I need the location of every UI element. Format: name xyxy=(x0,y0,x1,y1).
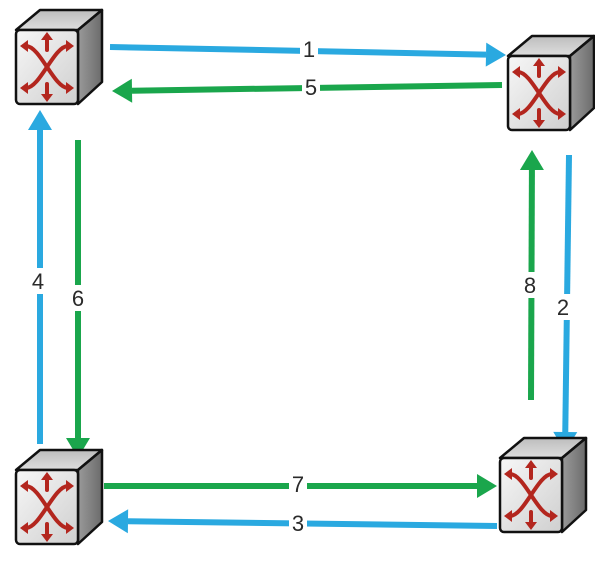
label-background xyxy=(554,294,572,320)
link-8-label-group: 8 xyxy=(521,272,539,298)
link-3-line xyxy=(127,518,498,529)
arrowhead-icon xyxy=(519,150,544,171)
arrowhead-icon xyxy=(28,110,52,130)
label-background xyxy=(29,268,47,294)
network-switch-icon xyxy=(14,8,104,106)
link-2-line xyxy=(562,154,572,433)
label-background xyxy=(289,510,307,536)
arrowhead-icon xyxy=(112,78,133,103)
links-layer xyxy=(28,42,578,534)
link-label: 1 xyxy=(303,37,315,62)
label-background xyxy=(302,74,320,100)
label-background xyxy=(289,471,307,497)
label-background xyxy=(69,285,87,311)
link-label: 4 xyxy=(32,269,44,294)
link-label: 7 xyxy=(292,472,304,497)
arrowhead-icon xyxy=(477,474,497,498)
arrowhead-icon xyxy=(66,438,90,458)
network-switch-icon xyxy=(506,34,595,132)
link-5-label-group: 5 xyxy=(302,74,320,100)
labels-layer: 1 2 3 4 5 6 7 8 xyxy=(29,36,572,536)
link-1-label-group: 1 xyxy=(300,36,318,62)
arrowhead-icon xyxy=(108,509,129,534)
link-7-label-group: 7 xyxy=(289,471,307,497)
network-switch-icon xyxy=(498,436,588,534)
link-label: 8 xyxy=(524,273,536,298)
switch-bottom-right[interactable] xyxy=(498,436,588,534)
link-3-arrow xyxy=(108,509,498,534)
link-4-label-group: 4 xyxy=(29,268,47,294)
label-background xyxy=(521,272,539,298)
link-1-line xyxy=(109,44,487,58)
network-switch-icon xyxy=(14,448,104,546)
link-label: 5 xyxy=(305,75,317,100)
link-label: 2 xyxy=(557,295,569,320)
switch-top-right[interactable] xyxy=(506,34,595,132)
label-background xyxy=(300,36,318,62)
link-label: 6 xyxy=(72,286,84,311)
switch-bottom-left[interactable] xyxy=(14,448,104,546)
switch-top-left[interactable] xyxy=(14,8,104,106)
link-label: 3 xyxy=(292,511,304,536)
link-2-label-group: 2 xyxy=(554,294,572,320)
link-1-arrow xyxy=(109,42,506,67)
arrowhead-icon xyxy=(485,42,506,67)
link-6-label-group: 6 xyxy=(69,285,87,311)
link-3-label-group: 3 xyxy=(289,510,307,536)
